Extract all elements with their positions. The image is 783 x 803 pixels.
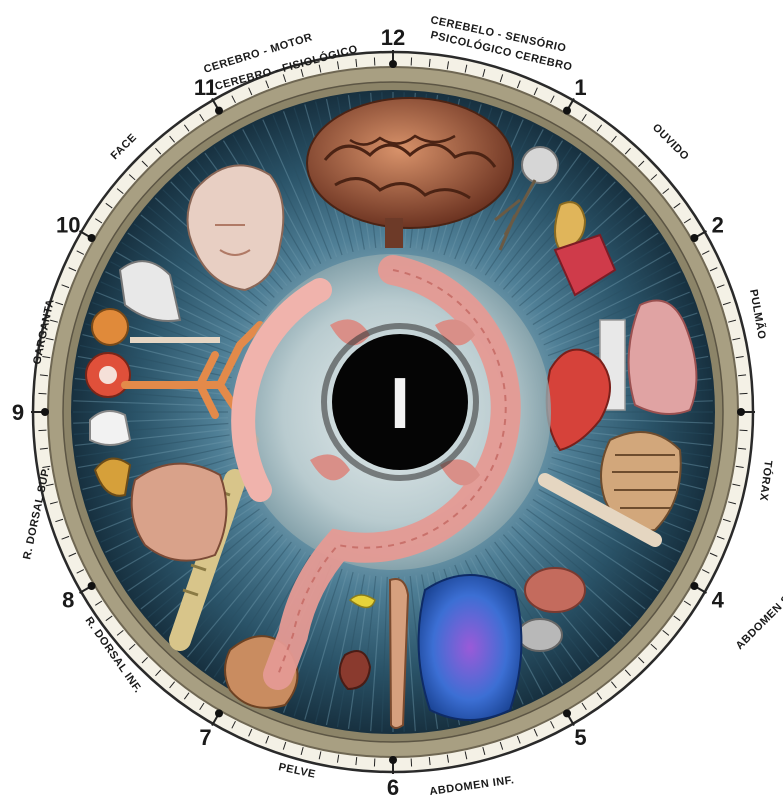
label-face: FACE [109,131,140,162]
throat-icon [86,309,130,445]
clock-dot [690,582,698,590]
clock-number-8: 8 [62,588,74,613]
clock-dot [690,234,698,242]
clock-number-12: 12 [381,25,405,50]
clock-number-10: 10 [56,213,80,238]
clock-dot [88,582,96,590]
clock-dot [563,709,571,717]
clock-dot [88,234,96,242]
pupil-label: I [390,364,410,444]
clock-number-4: 4 [712,588,725,613]
clock-dot [389,756,397,764]
label-abdomen-inf: ABDOMEN INF. [429,774,515,798]
clock-number-1: 1 [574,75,586,100]
torso-icon [419,575,522,720]
clock-number-6: 6 [387,775,399,800]
label-torax: TÓRAX [757,460,775,502]
clock-dot [563,107,571,115]
clock-number-9: 9 [12,400,24,425]
clock-number-5: 5 [574,725,586,750]
label-ouvido: OUVIDO [650,122,691,163]
clock-dot [215,107,223,115]
clock-number-2: 2 [712,213,724,238]
label-pulmao: PULMÃO [747,288,769,340]
muscle-icon [132,464,227,561]
label-pelve: PELVE [277,761,316,781]
clock-dot [41,408,49,416]
clock-dot [389,60,397,68]
clock-dot [737,408,745,416]
clock-number-7: 7 [199,725,211,750]
clock-number-11: 11 [194,75,217,100]
clock-dot [215,709,223,717]
label-abdomen-sup: ABDOMEN SUP. [734,580,783,652]
